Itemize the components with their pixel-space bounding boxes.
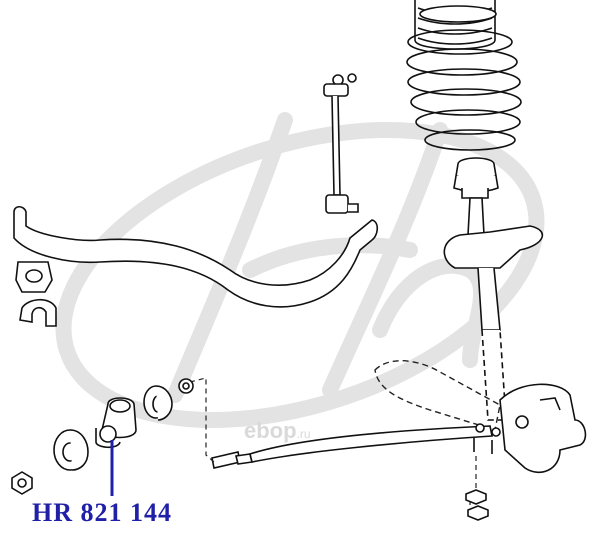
watermark-tld: .ru [296, 427, 311, 441]
tension-rod [211, 423, 501, 469]
bushing-cup [53, 429, 89, 471]
stabilizer-bushing [15, 261, 53, 293]
stabilizer-bar [13, 205, 379, 308]
lower-control-arm [374, 360, 501, 431]
coil-spring [406, 0, 522, 151]
bump-stop [453, 157, 499, 199]
washer-large [143, 385, 173, 421]
nut [11, 471, 33, 495]
watermark-logo [55, 112, 545, 428]
tension-rod-bushing [95, 397, 137, 449]
bushing-bracket [19, 298, 57, 327]
strut-nut [465, 489, 489, 521]
shock-absorber-strut [443, 197, 544, 421]
washer-small [178, 378, 194, 394]
watermark-brand: ebop.ru [244, 418, 311, 443]
steering-knuckle [499, 383, 587, 474]
stabilizer-link [323, 73, 359, 214]
part-number-label[interactable]: HR 821 144 [32, 498, 172, 527]
